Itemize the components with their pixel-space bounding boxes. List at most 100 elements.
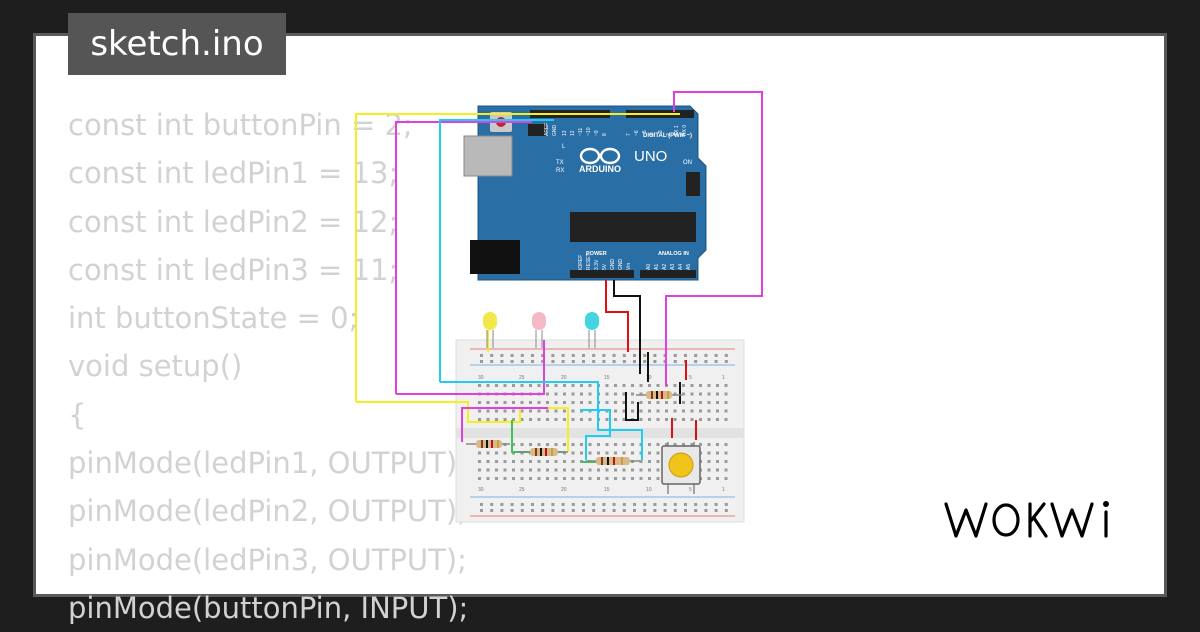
breadboard-hole: [622, 392, 626, 396]
arduino-uno-board[interactable]: ARDUINO UNO DIGITAL (PWM ~) POWER ANALOG…: [463, 105, 707, 281]
breadboard-hole: [639, 468, 643, 472]
analog-pin-label: A5: [686, 264, 692, 270]
atmega-chip: [570, 212, 696, 242]
breadboard-hole: [622, 418, 626, 421]
breadboard-hole: [551, 509, 555, 512]
breadboard-hole: [529, 460, 532, 463]
breadboard-hole: [563, 401, 566, 404]
breadboard-hole: [631, 451, 634, 455]
breadboard-hole: [571, 409, 575, 413]
breadboard-hole: [531, 503, 534, 506]
wire-black-3: [625, 392, 639, 421]
breadboard-hole: [716, 409, 719, 413]
digital-pin-label: 4: [650, 133, 656, 136]
breadboard-hole: [546, 443, 549, 446]
board-model-label: UNO: [634, 148, 667, 165]
breadboard-hole: [512, 460, 515, 463]
breadboard-hole: [639, 460, 643, 463]
breadboard-hole: [684, 503, 687, 506]
breadboard-column-number: 5: [689, 487, 692, 493]
breadboard-hole: [531, 354, 534, 357]
led-cyan[interactable]: [585, 312, 599, 348]
push-button[interactable]: [661, 442, 701, 494]
breadboard-hole: [580, 460, 583, 463]
breadboard-hole: [643, 360, 647, 363]
breadboard-hole: [602, 354, 606, 357]
breadboard-hole: [490, 354, 494, 357]
breadboard-hole: [707, 477, 711, 480]
breadboard-hole: [503, 468, 507, 472]
breadboard-hole: [673, 392, 677, 396]
breadboard-hole: [673, 418, 677, 421]
resistor-1[interactable]: [466, 440, 510, 448]
breadboard-hole: [690, 384, 694, 387]
breadboard-hole: [571, 392, 575, 396]
breadboard-hole: [478, 409, 481, 413]
file-name-tab[interactable]: sketch.ino: [68, 13, 286, 75]
breadboard-hole: [520, 409, 524, 413]
code-line: int buttonState = 0;: [68, 301, 359, 336]
l-led-label: L: [562, 144, 566, 150]
breadboard-hole: [699, 401, 702, 404]
breadboard-hole: [622, 451, 626, 455]
breadboard-hole: [663, 509, 667, 512]
breadboard-hole: [588, 477, 592, 480]
resistor-4[interactable]: [636, 391, 682, 399]
breadboard-hole: [690, 418, 694, 421]
breadboard-hole: [716, 477, 719, 480]
breadboard-hole: [554, 384, 558, 387]
digital-pin-label: TX 1: [674, 125, 680, 136]
resistor-2[interactable]: [518, 448, 568, 456]
led-yellow[interactable]: [483, 312, 497, 348]
breadboard-column-number: 30: [478, 487, 484, 493]
breadboard-hole: [486, 409, 490, 413]
breadboard-hole: [612, 503, 616, 506]
breadboard-hole: [614, 392, 617, 396]
breadboard-hole: [580, 401, 583, 404]
breadboard-hole: [537, 443, 541, 446]
breadboard-hole: [631, 409, 634, 413]
resistor-3[interactable]: [586, 457, 640, 465]
breadboard-hole: [554, 460, 558, 463]
breadboard-hole: [546, 409, 549, 413]
breadboard-hole: [648, 418, 651, 421]
breadboard-hole: [597, 468, 600, 472]
breadboard-hole: [531, 360, 534, 363]
breadboard-hole: [699, 409, 702, 413]
breadboard-hole: [694, 503, 698, 506]
breadboard-hole: [529, 384, 532, 387]
breadboard-hole: [486, 468, 490, 472]
breadboard-hole: [707, 392, 711, 396]
led-pink[interactable]: [532, 312, 546, 348]
breadboard-hole: [563, 443, 566, 446]
breadboard-hole: [699, 384, 702, 387]
breadboard-hole: [478, 384, 481, 387]
breadboard-hole: [561, 503, 565, 506]
breadboard-hole: [653, 360, 657, 363]
breadboard-hole: [551, 360, 555, 363]
breadboard-hole: [699, 418, 702, 421]
breadboard-hole: [602, 509, 606, 512]
breadboard-hole: [653, 503, 657, 506]
breadboard-hole: [714, 509, 718, 512]
breadboard-hole: [580, 384, 583, 387]
breadboard-hole: [510, 509, 514, 512]
breadboard-hole: [478, 401, 481, 404]
breadboard-hole: [490, 503, 494, 506]
code-line: pinMode(ledPin3, OUTPUT);: [68, 542, 467, 577]
breadboard-hole: [605, 468, 609, 472]
push-button-cap[interactable]: [668, 452, 694, 478]
breadboard-hole: [495, 460, 498, 463]
breadboard-hole: [582, 503, 585, 506]
wire-red-5v: [605, 280, 629, 352]
breadboard-hole: [554, 443, 558, 446]
breadboard-hole: [694, 354, 698, 357]
breadboard-hole: [541, 509, 545, 512]
breadboard-hole: [707, 460, 711, 463]
breadboard-hole: [520, 477, 524, 480]
breadboard-column-number: 15: [604, 375, 610, 381]
wire-magenta-3: [461, 407, 548, 442]
breadboard-hole: [648, 401, 651, 404]
breadboard-column-number: 5: [689, 375, 692, 381]
breadboard-hole: [529, 468, 532, 472]
